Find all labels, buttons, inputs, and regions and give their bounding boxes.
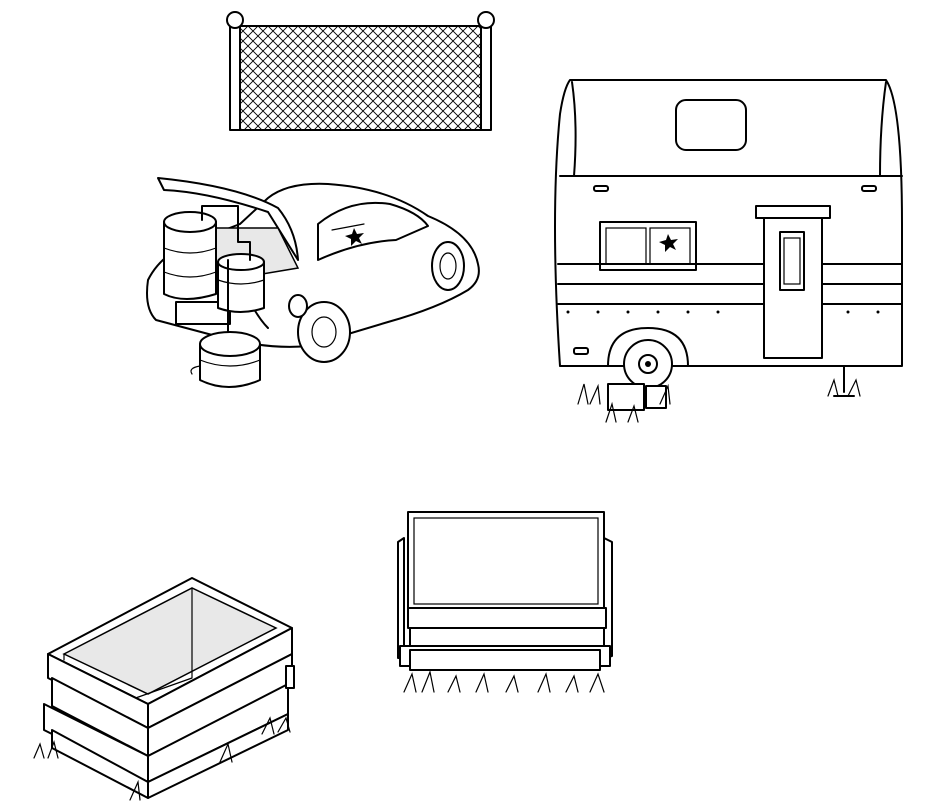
marker-light	[593, 185, 609, 192]
travel-trailer	[554, 79, 903, 423]
bullet-hole-icon	[345, 228, 364, 246]
marker-light	[861, 185, 877, 192]
wrecked-car-with-barrels	[146, 177, 480, 388]
plank	[407, 607, 607, 629]
barrel-left	[163, 211, 217, 300]
plank	[409, 649, 601, 671]
license-plate	[175, 301, 231, 325]
tail-light	[573, 347, 589, 355]
cooking-pot	[190, 331, 261, 388]
grass	[577, 377, 861, 423]
trailer-wheel	[623, 339, 673, 389]
chain-link-fence	[226, 11, 495, 131]
car-hood	[157, 177, 299, 261]
barrel-right	[217, 253, 265, 313]
wooden-crate	[33, 577, 295, 801]
sign-board	[407, 511, 605, 611]
jack-stand	[833, 365, 855, 397]
trailer-window	[599, 221, 697, 271]
sign-planter	[397, 511, 613, 693]
roof-vent	[675, 99, 747, 151]
car-windshield	[317, 201, 429, 261]
car-rear-wheel	[297, 301, 351, 363]
fence-post-right	[477, 11, 495, 131]
grass	[33, 716, 291, 801]
bullet-hole-icon	[659, 234, 678, 252]
generator-box	[607, 383, 645, 411]
trailer-door[interactable]	[755, 205, 831, 359]
crate-handle	[285, 665, 295, 689]
fence-mesh	[239, 25, 487, 131]
still-pipe	[201, 205, 251, 261]
grass	[403, 669, 605, 693]
car-front-wheel	[431, 241, 465, 291]
fence-post-left	[226, 11, 244, 131]
car-headlight	[288, 294, 308, 318]
